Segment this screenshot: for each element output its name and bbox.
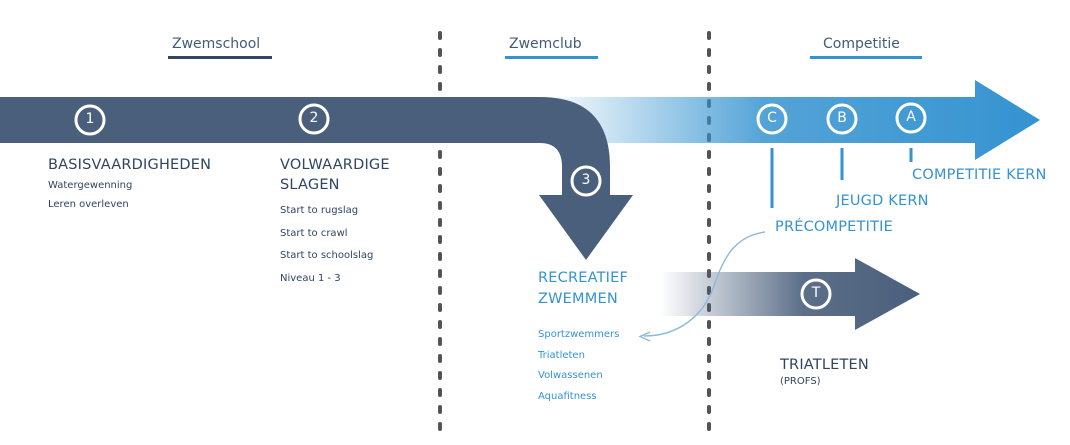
basis-item: Leren overleven [48,199,129,210]
competitie-arrow [540,80,1040,160]
jeugd-kern-label: JEUGD KERN [836,193,929,209]
precompetitie-connector [643,231,766,337]
phase-zwemschool-underline [168,56,272,59]
phase-zwemclub: Zwemclub [509,36,582,52]
step-t-badge [800,278,832,310]
recreatief-item: Triatleten [538,350,585,361]
volwaardige-item: Start to schoolslag [280,250,374,261]
volwaardige-item: Start to crawl [280,228,348,239]
step-a-badge [895,102,927,134]
step-3-label: 3 [581,172,591,188]
step-a-label: A [906,109,916,125]
step-2-label: 2 [309,110,319,126]
phase-competitie: Competitie [823,36,900,52]
step-1-badge [74,104,106,136]
step-1-label: 1 [85,111,95,127]
basis-item: Watergewenning [48,180,133,191]
recreatief-title-line2: ZWEMMEN [538,291,618,307]
step-2-badge [298,103,330,135]
main-arrow [0,97,633,260]
basis-title: BASISVAARDIGHEDEN [48,157,212,173]
recreatief-item: Aquafitness [538,391,597,402]
volwaardige-item: Niveau 1 - 3 [280,273,341,284]
triatleten-title: TRIATLETEN [780,357,869,373]
triatleten-arrow [660,258,920,330]
step-b-badge [826,103,858,135]
connector-arrowhead [638,331,651,342]
competitie-kern-label: COMPETITIE KERN [912,167,1047,183]
step-t-label: T [811,285,821,301]
recreatief-title-line1: RECREATIEF [538,270,629,286]
phase-zwemclub-underline [505,56,598,59]
step-b-label: B [837,110,847,126]
step-c-badge [756,103,788,135]
phase-zwemschool: Zwemschool [172,36,261,52]
volwaardige-item: Start to rugslag [280,205,359,216]
volwaardige-title-line1: VOLWAARDIGE [280,157,390,173]
precompetitie-label: PRÉCOMPETITIE [775,219,893,235]
step-c-label: C [767,110,777,126]
triatleten-sub: (PROFS) [780,376,821,387]
step-3-badge [570,165,602,197]
recreatief-item: Volwassenen [538,370,603,381]
recreatief-item: Sportzwemmers [538,329,620,340]
phase-competitie-underline [810,56,922,59]
volwaardige-title-line2: SLAGEN [280,177,340,193]
